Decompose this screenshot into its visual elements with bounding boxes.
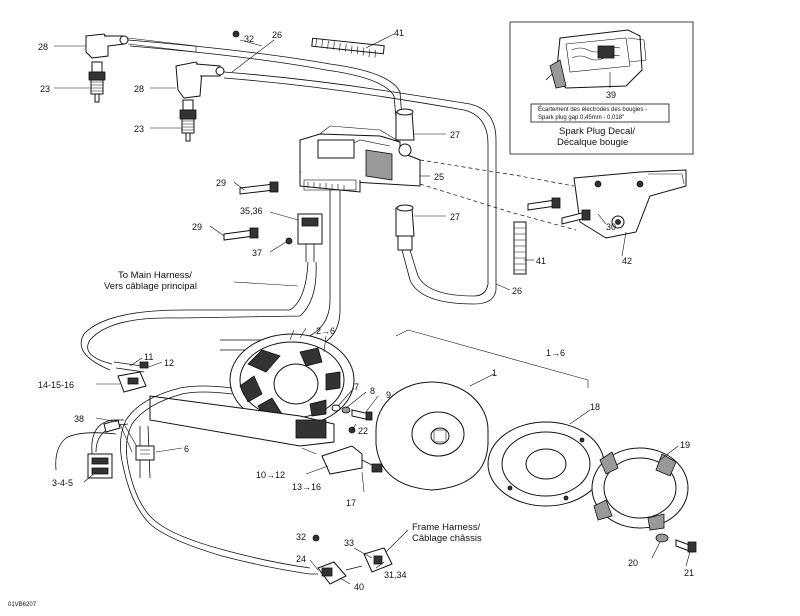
callout-23-lower: 23	[134, 124, 144, 134]
callout-8: 8	[370, 386, 375, 396]
callout-11: 11	[144, 352, 153, 362]
callout-12: 12	[164, 358, 174, 368]
starter-cup	[591, 447, 689, 531]
callout-19: 19	[680, 440, 690, 450]
callout-31-34: 31,34	[384, 570, 407, 580]
callout-28-lower: 28	[134, 84, 144, 94]
callout-33: 33	[344, 538, 354, 548]
screw-29-upper	[239, 181, 279, 195]
callout-29-upper: 29	[216, 178, 226, 188]
part-32-dot-upper	[232, 30, 240, 38]
spring-sleeve-horizontal	[311, 37, 385, 58]
callout-17: 17	[346, 498, 356, 508]
callout-24: 24	[296, 554, 306, 564]
callout-42: 42	[622, 256, 632, 266]
connector-14-15-16	[117, 371, 147, 393]
callout-3-4-5: 3-4-5	[52, 478, 73, 488]
terminals-11-12	[113, 361, 149, 373]
high-tension-cable	[127, 39, 497, 305]
screw-30	[527, 197, 591, 225]
decal-gap-text-en: Spark plug gap 0,45mm - 0,018"	[538, 115, 624, 121]
callout-6: 6	[184, 444, 189, 454]
callout-21: 21	[684, 568, 694, 578]
decal-title-en: Spark Plug Decal/	[559, 126, 635, 137]
washer-20	[655, 533, 669, 543]
callout-10-to-12: 10→12	[256, 470, 285, 480]
callout-25: 25	[434, 172, 444, 182]
screw-29-lower	[223, 227, 259, 241]
callout-18: 18	[590, 402, 600, 412]
part-32-dot-lower	[312, 534, 320, 542]
callout-22: 22	[358, 426, 368, 436]
spring-sleeve-vertical	[513, 221, 527, 275]
sensor-17	[321, 445, 383, 475]
callout-20: 20	[628, 558, 638, 568]
decal-title-fr: Décalque bougie	[557, 137, 628, 148]
callout-35-36: 35,36	[240, 206, 263, 216]
washer-7	[331, 404, 341, 412]
callout-1-to-6: 1→6	[546, 348, 565, 358]
callout-labels: 28 23 28 23 32 26 41 27 25 27 29 29 35,3…	[38, 28, 694, 592]
drawing-code: 01VB6207	[8, 602, 37, 608]
callout-30: 30	[606, 222, 616, 232]
connector-3-4-5	[87, 453, 113, 479]
callout-26-lower: 26	[512, 286, 522, 296]
callout-29-lower: 29	[192, 222, 202, 232]
callout-28-upper: 28	[38, 42, 48, 52]
callout-32-lower: 32	[296, 532, 306, 542]
callout-40: 40	[354, 582, 364, 592]
callout-41-lower: 41	[536, 256, 546, 266]
stator-harness	[55, 385, 318, 575]
callout-37: 37	[252, 248, 262, 258]
frame-harness-note-fr: Câblage châssis	[412, 533, 482, 544]
callout-13-to-16: 13→16	[292, 482, 321, 492]
spark-plug-cap-lower	[175, 61, 225, 99]
callout-32-upper: 32	[244, 34, 254, 44]
coil-connector	[297, 213, 323, 262]
spark-plug-upper	[88, 61, 106, 103]
flywheel	[375, 381, 489, 491]
frame-harness-note-en: Frame Harness/	[412, 522, 480, 533]
callout-23-upper: 23	[40, 84, 50, 94]
callout-27-upper: 27	[450, 130, 460, 140]
callout-9: 9	[386, 390, 391, 400]
spark-plug-decal-inset: 39 Écartement des électrodes des bougies…	[509, 21, 694, 155]
callout-27-lower: 27	[450, 212, 460, 222]
stator-assembly	[229, 327, 355, 427]
decal-ignition-coil-illustration	[545, 29, 647, 89]
callout-2-to-6: 2→6	[316, 326, 335, 336]
callout-1: 1	[492, 368, 497, 378]
starter-pulley	[487, 421, 605, 507]
terminal-6	[135, 445, 155, 461]
coil-output-boot-upper	[395, 108, 415, 157]
plug-37	[285, 237, 293, 245]
frame-harness-connector	[317, 547, 393, 585]
mounting-bracket	[573, 169, 687, 239]
bolt-21	[675, 539, 697, 553]
callout-26-upper: 26	[272, 30, 282, 40]
decal-gap-text-fr: Écartement des électrodes des bougies ‑	[538, 106, 647, 113]
coil-output-boot-lower	[395, 204, 415, 251]
callout-39: 39	[606, 90, 616, 100]
ignition-coil	[299, 125, 421, 193]
callout-7: 7	[354, 382, 359, 392]
callout-14-15-16: 14-15-16	[38, 380, 74, 390]
callout-38: 38	[74, 414, 84, 424]
leader-lines	[54, 33, 691, 585]
main-harness-note-en: To Main Harness/	[118, 270, 192, 281]
spark-plug-cap-upper	[85, 33, 197, 59]
callout-41-upper: 41	[394, 28, 404, 38]
washer-8	[341, 406, 351, 414]
screw-9	[351, 409, 373, 421]
main-harness-note-fr: Vers câblage principal	[104, 281, 197, 292]
trigger-plate	[149, 395, 335, 447]
spark-plug-lower	[179, 99, 197, 142]
